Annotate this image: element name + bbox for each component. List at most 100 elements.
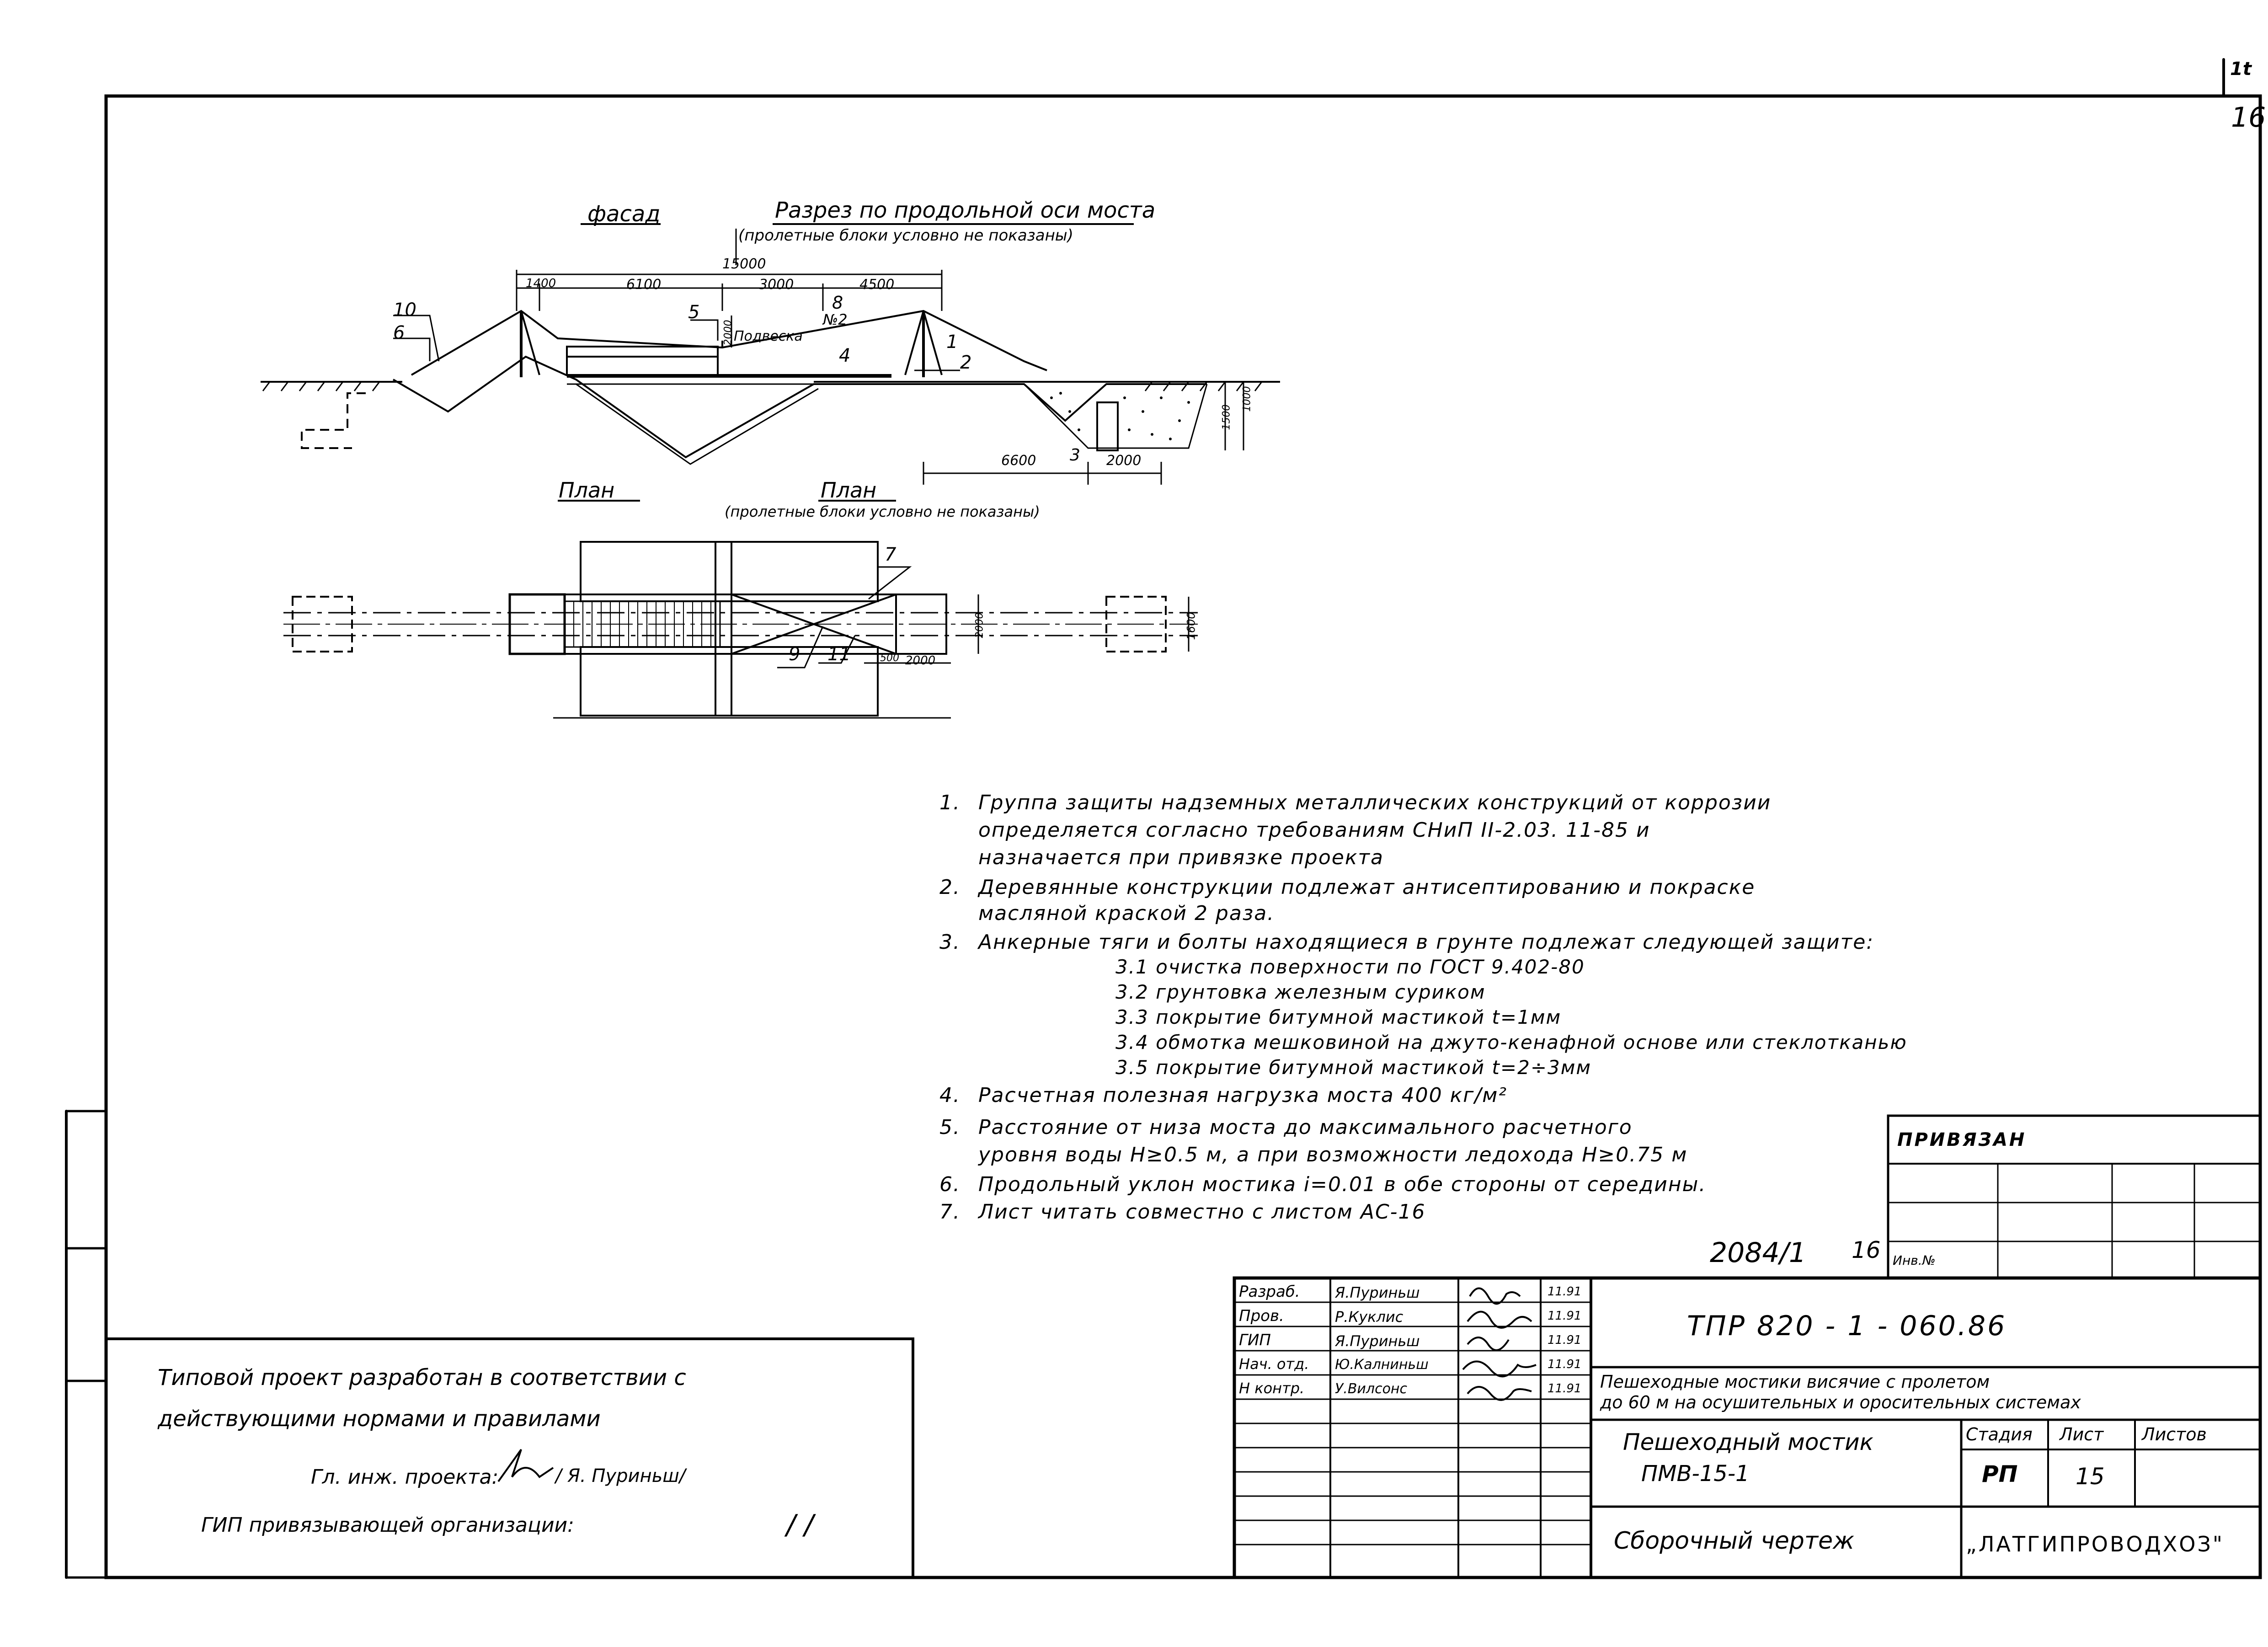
note-5-num: 5. bbox=[939, 1116, 961, 1139]
stage-value: РП bbox=[1982, 1461, 2018, 1487]
callout-9: 9 bbox=[789, 644, 800, 665]
plan-dim-1600: 1600 bbox=[1185, 612, 1198, 640]
doc-sheet: 16 bbox=[1852, 1237, 1881, 1263]
signer-date-4: 11.91 bbox=[1548, 1358, 1582, 1371]
plan-dim-500: 500 bbox=[880, 652, 899, 664]
sheets-label: Листов bbox=[2142, 1424, 2207, 1444]
plan-label: План bbox=[559, 478, 615, 503]
callout-6: 6 bbox=[393, 322, 405, 343]
plan-subtitle: (пролетные блоки условно не показаны) bbox=[725, 503, 1040, 520]
note-4-num: 4. bbox=[939, 1084, 961, 1107]
stamp-gip-label: ГИП привязывающей организации: bbox=[201, 1513, 574, 1537]
dim-2000-bottom: 2000 bbox=[1106, 453, 1142, 469]
callout-3: 3 bbox=[1070, 446, 1080, 465]
dim-2000-vertical: 2000 bbox=[722, 320, 734, 346]
callout-4: 4 bbox=[839, 345, 851, 366]
note-5-line-1: Расстояние от низа моста до максимальног… bbox=[978, 1116, 1633, 1139]
sheet-label: Лист bbox=[2060, 1424, 2104, 1444]
plan-dim-2000-vertical: 2000 bbox=[974, 612, 986, 638]
project-title-line-2: до 60 м на осушительных и оросительных с… bbox=[1600, 1392, 2081, 1412]
signer-name-3: Я.Пуриньш bbox=[1335, 1332, 1420, 1350]
section-title: Разрез по продольной оси моста bbox=[775, 198, 1156, 223]
signer-role-5: Н контр. bbox=[1239, 1380, 1305, 1397]
note-1-num: 1. bbox=[939, 791, 961, 814]
callout-2: 2 bbox=[960, 352, 972, 373]
callout-1: 1 bbox=[946, 332, 958, 353]
stamp-line-2: действующими нормами и правилами bbox=[158, 1406, 601, 1432]
organization-name: „ЛАТГИПРОВОДХОЗ" bbox=[1966, 1532, 2225, 1556]
callout-11: 11 bbox=[827, 644, 851, 665]
note-5-line-2: уровня воды H≥0.5 м, а при возможности л… bbox=[978, 1143, 1688, 1166]
signer-role-1: Разраб. bbox=[1239, 1283, 1300, 1301]
plan-dim-2000: 2000 bbox=[905, 654, 936, 668]
signer-date-2: 11.91 bbox=[1548, 1309, 1582, 1323]
inv-number-label: Инв.№ bbox=[1893, 1253, 1936, 1268]
stage-label: Стадия bbox=[1966, 1424, 2033, 1444]
plan-view bbox=[283, 500, 1198, 719]
dim-6600: 6600 bbox=[1001, 453, 1036, 469]
sheet-frame bbox=[104, 94, 2262, 1579]
note-4-line-1: Расчетная полезная нагрузка моста 400 кг… bbox=[978, 1084, 1507, 1107]
dim-1000: 1000 bbox=[1241, 386, 1253, 412]
dim-6100: 6100 bbox=[626, 277, 662, 293]
dim-1400: 1400 bbox=[526, 277, 556, 290]
note-3-line-1: Анкерные тяги и болты находящиеся в грун… bbox=[978, 930, 1874, 954]
section-subtitle: (пролетные блоки условно не показаны) bbox=[738, 226, 1073, 245]
note-2-line-1: Деревянные конструкции подлежат антисепт… bbox=[978, 876, 1756, 899]
note-7-num: 7. bbox=[939, 1200, 961, 1224]
drawing-name: Сборочный чертеж bbox=[1614, 1527, 1854, 1555]
stamp-line-1: Типовой проект разработан в соответствии… bbox=[158, 1365, 686, 1390]
signer-date-5: 11.91 bbox=[1548, 1382, 1582, 1396]
dim-4500: 4500 bbox=[859, 277, 895, 293]
dim-total: 15000 bbox=[722, 256, 766, 272]
note-3-num: 3. bbox=[939, 930, 961, 954]
object-name-line-1: Пешеходный мостик bbox=[1623, 1429, 1873, 1455]
privyazan-title: ПРИВЯЗАН bbox=[1897, 1129, 2027, 1150]
corner-sheet-number: 16 bbox=[2231, 102, 2266, 134]
stamp-chief-engineer-name: / Я. Пуриньш/ bbox=[555, 1465, 686, 1487]
signatures bbox=[497, 1287, 1537, 1482]
plan-title: План bbox=[821, 478, 877, 503]
stamp-chief-engineer-label: Гл. инж. проекта: bbox=[311, 1465, 499, 1489]
callout-podveska: Подвеска bbox=[734, 328, 803, 344]
facade-label: фасад bbox=[587, 201, 661, 227]
callout-10: 10 bbox=[393, 299, 416, 321]
signer-role-3: ГИП bbox=[1239, 1331, 1271, 1349]
title-block-frame bbox=[1233, 1276, 2262, 1579]
signer-role-4: Нач. отд. bbox=[1239, 1355, 1309, 1373]
callout-7: 7 bbox=[885, 544, 897, 565]
document-code: ТПР 820 - 1 - 060.86 bbox=[1687, 1310, 2007, 1342]
corner-number-top: 1t bbox=[2230, 59, 2252, 80]
signer-name-2: Р.Куклис bbox=[1335, 1308, 1403, 1326]
note-6-num: 6. bbox=[939, 1173, 961, 1196]
note-7-line-1: Лист читать совместно с листом АС-16 bbox=[978, 1200, 1426, 1224]
signer-date-3: 11.91 bbox=[1548, 1333, 1582, 1347]
note-3-sub-1: 3.1 очистка поверхности по ГОСТ 9.402-80 bbox=[1115, 956, 1585, 978]
doc-number: 2084/1 bbox=[1710, 1237, 1807, 1269]
signer-date-1: 11.91 bbox=[1548, 1285, 1582, 1299]
note-1-line-2: определяется согласно требованиям СНиП І… bbox=[978, 818, 1650, 842]
signer-role-2: Пров. bbox=[1239, 1307, 1284, 1325]
note-1-line-1: Группа защиты надземных металлических ко… bbox=[978, 791, 1772, 814]
signer-name-4: Ю.Калниньш bbox=[1335, 1357, 1429, 1373]
callout-no2: №2 bbox=[823, 311, 848, 328]
dim-3000: 3000 bbox=[759, 277, 794, 293]
note-6-line-1: Продольный уклон мостика i=0.01 в обе ст… bbox=[978, 1173, 1707, 1196]
note-3-sub-5: 3.5 покрытие битумной мастикой t=2÷3мм bbox=[1115, 1056, 1592, 1079]
note-3-sub-2: 3.2 грунтовка железным суриком bbox=[1115, 981, 1486, 1003]
facade-section-view bbox=[261, 223, 1280, 485]
sheet-value: 15 bbox=[2076, 1463, 2105, 1490]
note-2-num: 2. bbox=[939, 876, 961, 899]
note-3-sub-3: 3.3 покрытие битумной мастикой t=1мм bbox=[1115, 1006, 1562, 1028]
project-title-line-1: Пешеходные мостики висячие с пролетом bbox=[1600, 1372, 1990, 1392]
note-2-line-2: масляной краской 2 раза. bbox=[978, 902, 1275, 925]
callout-8: 8 bbox=[832, 293, 843, 313]
note-1-line-3: назначается при привязке проекта bbox=[978, 846, 1384, 869]
object-name-line-2: ПМВ-15-1 bbox=[1641, 1461, 1750, 1487]
stamp-gip-slashes: / / bbox=[786, 1509, 814, 1541]
signer-name-5: У.Вилсонс bbox=[1335, 1381, 1408, 1397]
callout-5: 5 bbox=[688, 302, 700, 323]
note-3-sub-4: 3.4 обмотка мешковиной на джуто-кенафной… bbox=[1115, 1031, 1907, 1053]
approval-stamp-frame bbox=[105, 1337, 914, 1579]
